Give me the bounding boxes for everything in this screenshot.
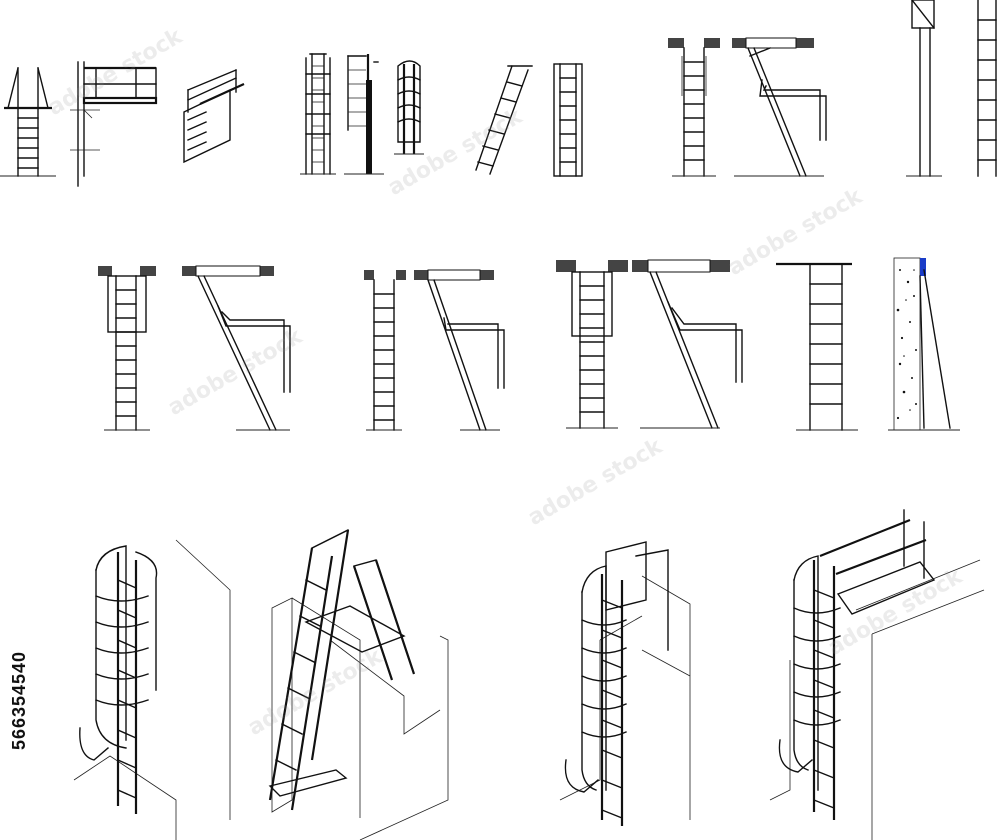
hatch-ladder-front-2 [98,266,156,431]
hatch-ladder-front-4 [556,260,628,429]
hatch-ladder-folded [732,37,827,177]
caged-ladder-isometric [73,539,231,840]
hatch-ladder-folded-3 [414,269,505,431]
stock-id-text: 566354540 [9,650,30,750]
wall-ladder-front [977,0,997,177]
wall-ladder-side [906,0,942,177]
hatch-ladder-front [668,38,720,177]
roof-ladder-front [776,262,858,431]
hatch-ladder-front-3 [364,270,406,431]
inclined-ladder [475,65,533,175]
hatch-ladder-folded-4 [632,259,743,429]
wall-ladder-concrete [888,257,960,431]
caged-ladder-front [300,53,336,175]
ladder-with-platform-side [70,61,158,187]
caged-ladder-side [344,54,384,175]
straight-ladder-front [553,63,583,177]
vertical-ladder-front [0,67,56,177]
step-ladder-platform-isometric [268,529,449,840]
caged-ladder-gate-isometric [559,541,691,826]
platform-perspective [183,69,245,164]
caged-ladder-walkway-isometric [769,509,985,840]
hatch-ladder-folded-2 [182,265,291,431]
stock-id-label: 566354540 [2,600,38,800]
caged-ladder-cage-detail [394,60,424,155]
